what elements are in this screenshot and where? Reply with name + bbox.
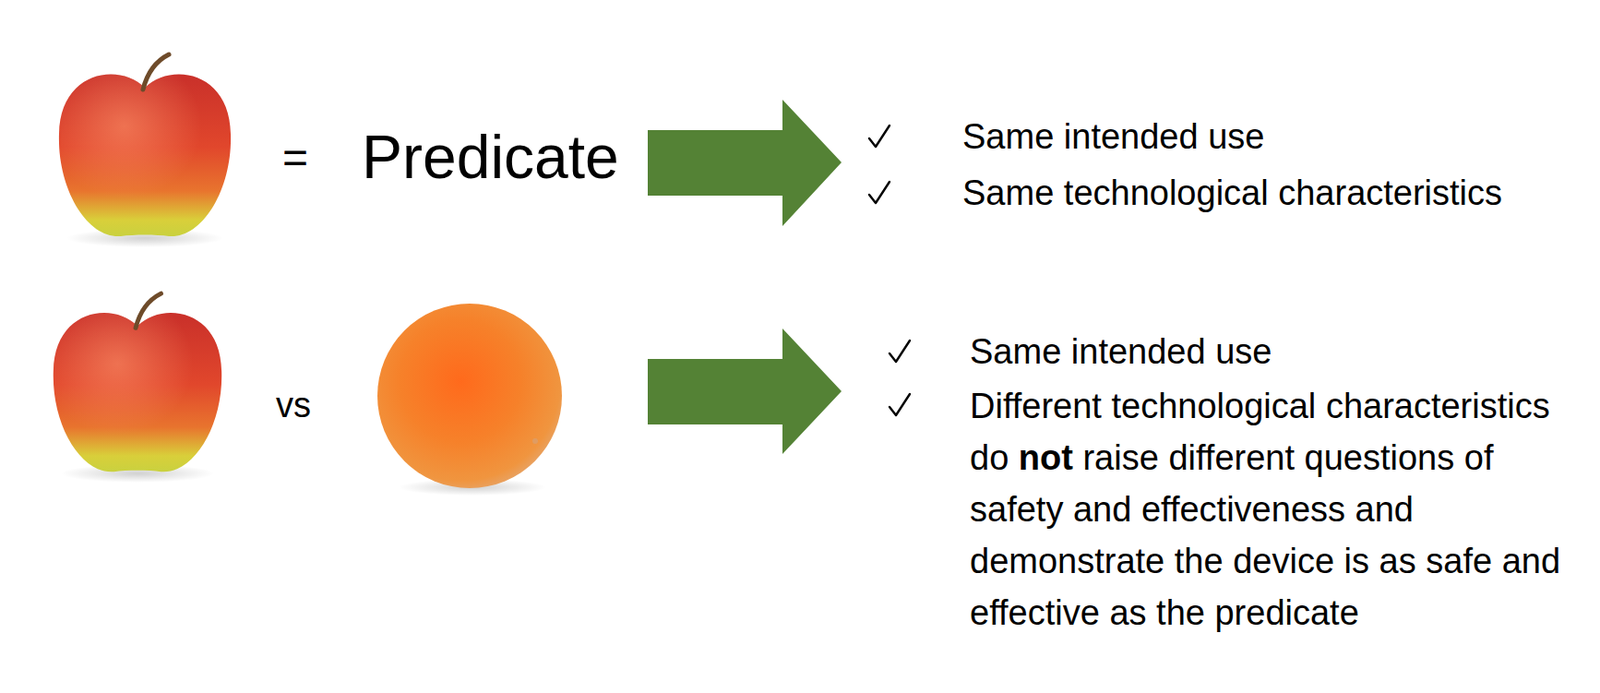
check-mark xyxy=(889,340,910,362)
check-mark xyxy=(869,125,890,147)
check-mark xyxy=(869,181,890,203)
apple-image xyxy=(59,54,231,248)
predicate-label: Predicate xyxy=(361,122,620,193)
criterion-text: Different technological characteristics … xyxy=(969,380,1590,639)
green-arrow xyxy=(647,328,842,454)
green-arrow xyxy=(647,99,842,227)
apple-image xyxy=(53,293,222,483)
criterion-text: Same technological characteristics xyxy=(962,173,1503,215)
criterion-text: Same intended use xyxy=(962,117,1265,158)
equals-sign: = xyxy=(282,131,309,183)
check-mark xyxy=(889,394,910,416)
criterion-text: Same intended use xyxy=(969,332,1272,373)
versus-label: vs xyxy=(275,385,311,427)
orange-image xyxy=(377,303,562,496)
